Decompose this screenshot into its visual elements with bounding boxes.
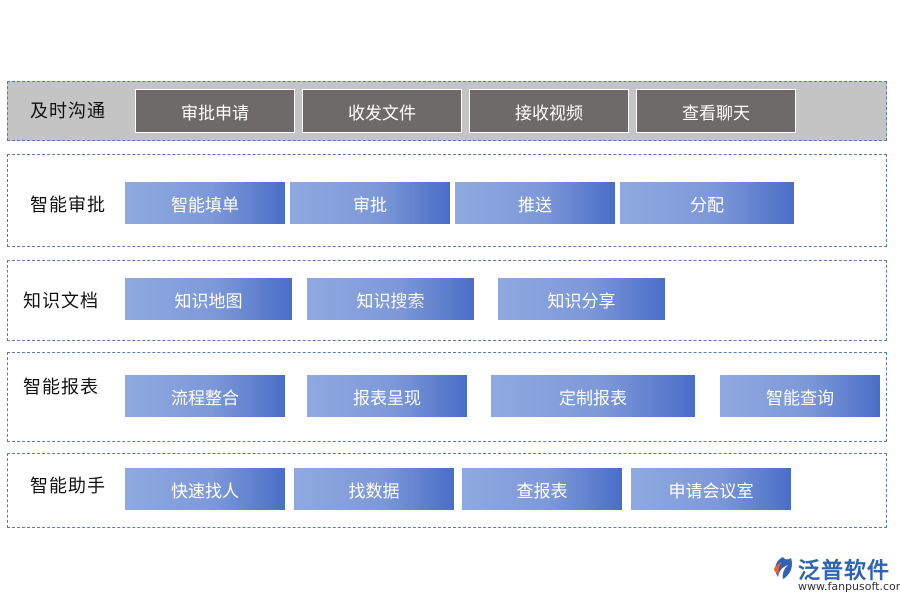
brand-logo: 泛普软件 www.fanpusoft.com [770,553,900,597]
chip-smart-form-fill[interactable]: 智能填单 [125,182,285,224]
watermark: 泛普软件 [398,300,438,311]
chip-assign[interactable]: 分配 [620,182,794,224]
chip-approve[interactable]: 审批 [290,182,450,224]
logo-name: 泛普软件 [798,559,891,584]
chip-report-presentation[interactable]: 报表呈现 [307,375,467,417]
row-smart-approval: 智能审批 智能填单 审批 推送 分配 [7,154,887,247]
row-label: 智能报表 [23,377,99,398]
chip-process-integration[interactable]: 流程整合 [125,375,285,417]
chip-check-reports[interactable]: 查报表 [462,468,622,510]
chip-custom-report[interactable]: 定制报表 [491,375,695,417]
chip-knowledge-search[interactable]: 知识搜索 [307,278,474,320]
chip-receive-video[interactable]: 接收视频 [469,89,629,133]
row-smart-reports: 智能报表 流程整合 报表呈现 定制报表 智能查询 [7,352,887,442]
row-smart-assistant: 智能助手 快速找人 找数据 查报表 申请会议室 [7,453,887,528]
chip-view-chat[interactable]: 查看聊天 [636,89,796,133]
chip-knowledge-share[interactable]: 知识分享 [498,278,665,320]
logo-url: www.fanpusoft.com [798,580,900,593]
row-label: 知识文档 [23,291,99,312]
chip-send-receive-files[interactable]: 收发文件 [302,89,462,133]
chip-find-data[interactable]: 找数据 [294,468,454,510]
row-instant-communication: 及时沟通 审批申请 收发文件 接收视频 查看聊天 [7,81,887,141]
logo-icon [774,557,793,579]
chip-push[interactable]: 推送 [455,182,615,224]
chip-find-people[interactable]: 快速找人 [125,468,285,510]
row-knowledge-docs: 知识文档 知识地图 知识搜索 知识分享 [7,260,887,341]
chip-book-meeting-room[interactable]: 申请会议室 [631,468,791,510]
chip-approval-request[interactable]: 审批申请 [135,89,295,133]
row-label: 及时沟通 [30,101,106,122]
chip-smart-query[interactable]: 智能查询 [720,375,880,417]
chip-knowledge-map[interactable]: 知识地图 [125,278,292,320]
row-label: 智能审批 [30,195,106,216]
row-label: 智能助手 [30,476,106,497]
